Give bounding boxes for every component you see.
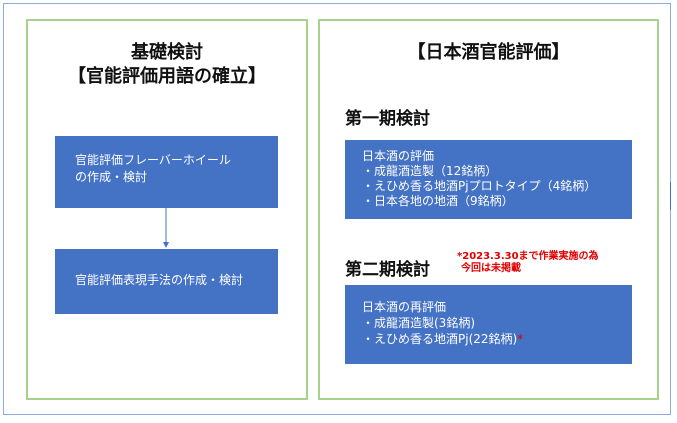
expression-method-box: 官能評価表現手法の作成・検討 [55, 249, 278, 314]
phase2-note-line2: 今回は未掲載 [461, 263, 521, 274]
flow-arrow-head [163, 242, 169, 248]
phase2-box: 日本酒の再評価 ・成龍酒造製(3銘柄) ・えひめ香る地酒Pj(22銘柄)* [345, 285, 632, 364]
phase1-line: ・日本各地の地酒（9銘柄） [362, 194, 514, 208]
phase2-note: *2023.3.30まで作業実施の為 今回は未掲載 [457, 251, 599, 275]
phase1-line: ・えひめ香る地酒Pjプロトタイプ（4銘柄） [362, 179, 597, 193]
phase2-line: ・成龍酒造製(3銘柄) [362, 316, 475, 330]
phase1-line: ・成龍酒造製（12銘柄） [362, 164, 498, 178]
basic-study-panel: 基礎検討 【官能評価用語の確立】 [26, 19, 308, 400]
flavor-wheel-box: 官能評価フレーバーホイール の作成・検討 [55, 136, 278, 208]
phase2-line: 日本酒の再評価 [362, 300, 447, 314]
phase1-box: 日本酒の評価 ・成龍酒造製（12銘柄） ・えひめ香る地酒Pjプロトタイプ（4銘柄… [345, 140, 632, 219]
edge-mark [670, 182, 671, 210]
phase2-note-line1: *2023.3.30まで作業実施の為 [457, 251, 599, 262]
phase2-heading: 第二期検討 [345, 260, 430, 280]
flavor-wheel-line1: 官能評価フレーバーホイール [75, 153, 231, 167]
basic-study-title: 基礎検討 [131, 42, 203, 63]
phase1-line: 日本酒の評価 [362, 149, 435, 163]
phase2-line-last: ・えひめ香る地酒Pj(22銘柄)* [362, 331, 632, 347]
phase1-heading: 第一期検討 [345, 109, 430, 129]
phase2-line-text: ・えひめ香る地酒Pj(22銘柄) [362, 332, 518, 346]
sake-evaluation-title: 【日本酒官能評価】 [407, 42, 570, 63]
expression-method-text: 官能評価表現手法の作成・検討 [75, 273, 244, 287]
phase2-red-mark: * [517, 332, 524, 346]
flavor-wheel-line2: の作成・検討 [75, 170, 148, 184]
basic-study-subtitle: 【官能評価用語の確立】 [68, 66, 266, 87]
